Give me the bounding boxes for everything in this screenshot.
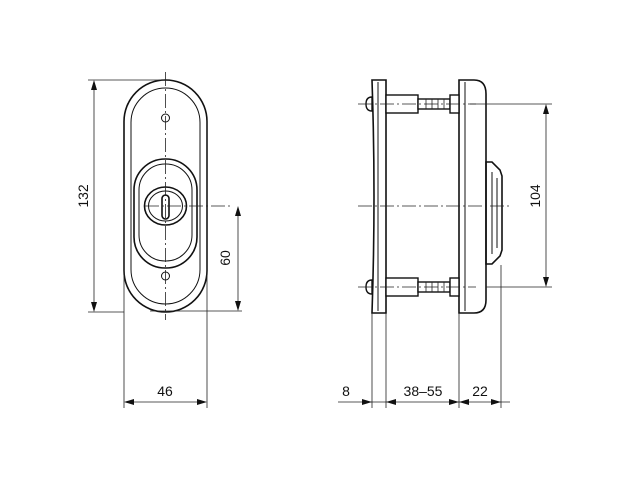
rear-plate [458,79,487,314]
front-view [123,72,242,320]
dim-104-label: 104 [527,184,543,208]
front-cover-plate [371,79,387,314]
dim-22-label: 22 [472,383,488,399]
cylinder-boss [485,161,503,265]
dim-46-label: 46 [157,383,173,399]
dimension-46: 46 [123,120,208,408]
side-view [358,79,512,314]
dimension-104: 104 [470,103,552,288]
dimension-132: 132 [75,79,164,313]
dimension-60: 60 [217,206,241,311]
dim-38-55-label: 38–55 [404,383,443,399]
cylinder-guard-outer [133,158,198,269]
dim-8-label: 8 [342,383,350,399]
dim-132-label: 132 [75,184,91,208]
dim-60-label: 60 [217,250,233,266]
dimension-side-bottom: 8 38–55 22 [338,265,510,408]
